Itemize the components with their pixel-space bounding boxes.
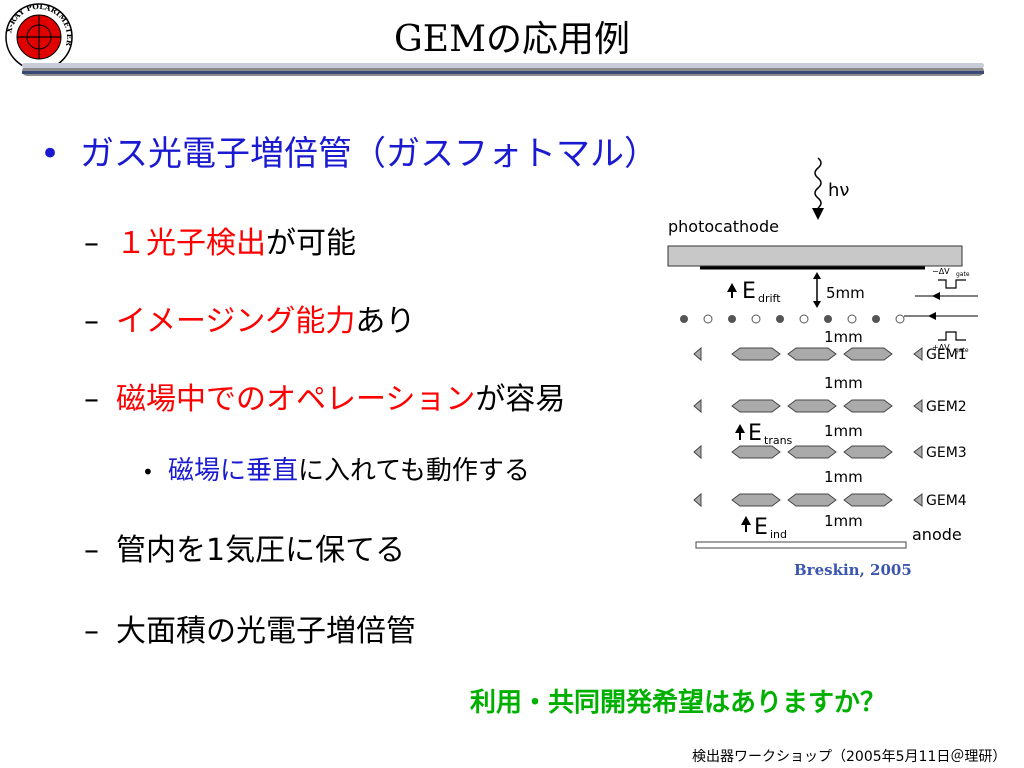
- footer-text: 検出器ワークショップ（2005年5月11日＠理研）: [692, 749, 1007, 765]
- gem-label: GEM3: [926, 445, 967, 461]
- svg-text:gate: gate: [955, 347, 969, 354]
- list-item: –イメージング能力あり: [84, 304, 416, 339]
- list-item: –大面積の光電子増倍管: [84, 614, 416, 649]
- gap-label: 1mm: [824, 328, 863, 346]
- edrift-label: E: [742, 279, 756, 304]
- main-bullet-text: ガス光電子増倍管（ガスフォトマル）: [80, 134, 658, 174]
- gem-foil: [693, 444, 923, 460]
- sub-list-item: •磁場に垂直に入れても動作する: [142, 456, 530, 486]
- photon-arrowhead: [812, 208, 824, 220]
- collaboration-question: 利用・共同開発希望はありますか？: [470, 688, 887, 718]
- svg-text:+ΔV: +ΔV: [932, 343, 950, 352]
- gap-label: 1mm: [824, 512, 863, 530]
- title-rule: [22, 63, 984, 76]
- x-ray-polarimeter-logo: X-RAY POLARIMETER: [4, 2, 74, 71]
- main-bullet: •ガス光電子増倍管（ガスフォトマル）: [40, 134, 658, 174]
- gem-label: GEM4: [926, 493, 967, 509]
- svg-text:gate: gate: [956, 271, 970, 278]
- etrans-sub: trans: [764, 434, 793, 447]
- anode-plate: [695, 541, 907, 549]
- list-item: –管内を1気圧に保てる: [84, 533, 406, 568]
- anode-label: anode: [912, 525, 962, 544]
- eind-label: E: [754, 515, 768, 540]
- gem-foil: [693, 398, 923, 414]
- etrans-label: E: [748, 421, 762, 446]
- gem-label: GEM1: [926, 347, 967, 363]
- gem-foil: [693, 492, 923, 508]
- gem-label: GEM2: [926, 399, 967, 415]
- wire-row: [680, 314, 905, 324]
- gap-label: 1mm: [824, 374, 863, 392]
- diagram-credit: Breskin, 2005: [794, 561, 912, 579]
- eind-sub: ind: [770, 528, 787, 541]
- svg-text:−ΔV: −ΔV: [932, 267, 950, 276]
- gap-label: 1mm: [824, 468, 863, 486]
- gem-foil: [693, 346, 923, 362]
- gap-drift-label: 5mm: [826, 284, 865, 302]
- gem-detector-diagram: hν photocathode E drift 5mm −ΔV gate +ΔV…: [667, 157, 978, 549]
- list-item: –１光子検出が可能: [84, 226, 356, 261]
- gap-label: 1mm: [824, 422, 863, 440]
- list-item: –磁場中でのオペレーションが容易: [84, 382, 566, 417]
- edrift-sub: drift: [758, 292, 781, 305]
- slide-title: GEMの応用例: [394, 19, 630, 60]
- photocathode-label: photocathode: [668, 217, 779, 236]
- photon-wiggle: [814, 157, 822, 209]
- photocathode: [667, 245, 963, 267]
- hv-label: hν: [828, 180, 849, 201]
